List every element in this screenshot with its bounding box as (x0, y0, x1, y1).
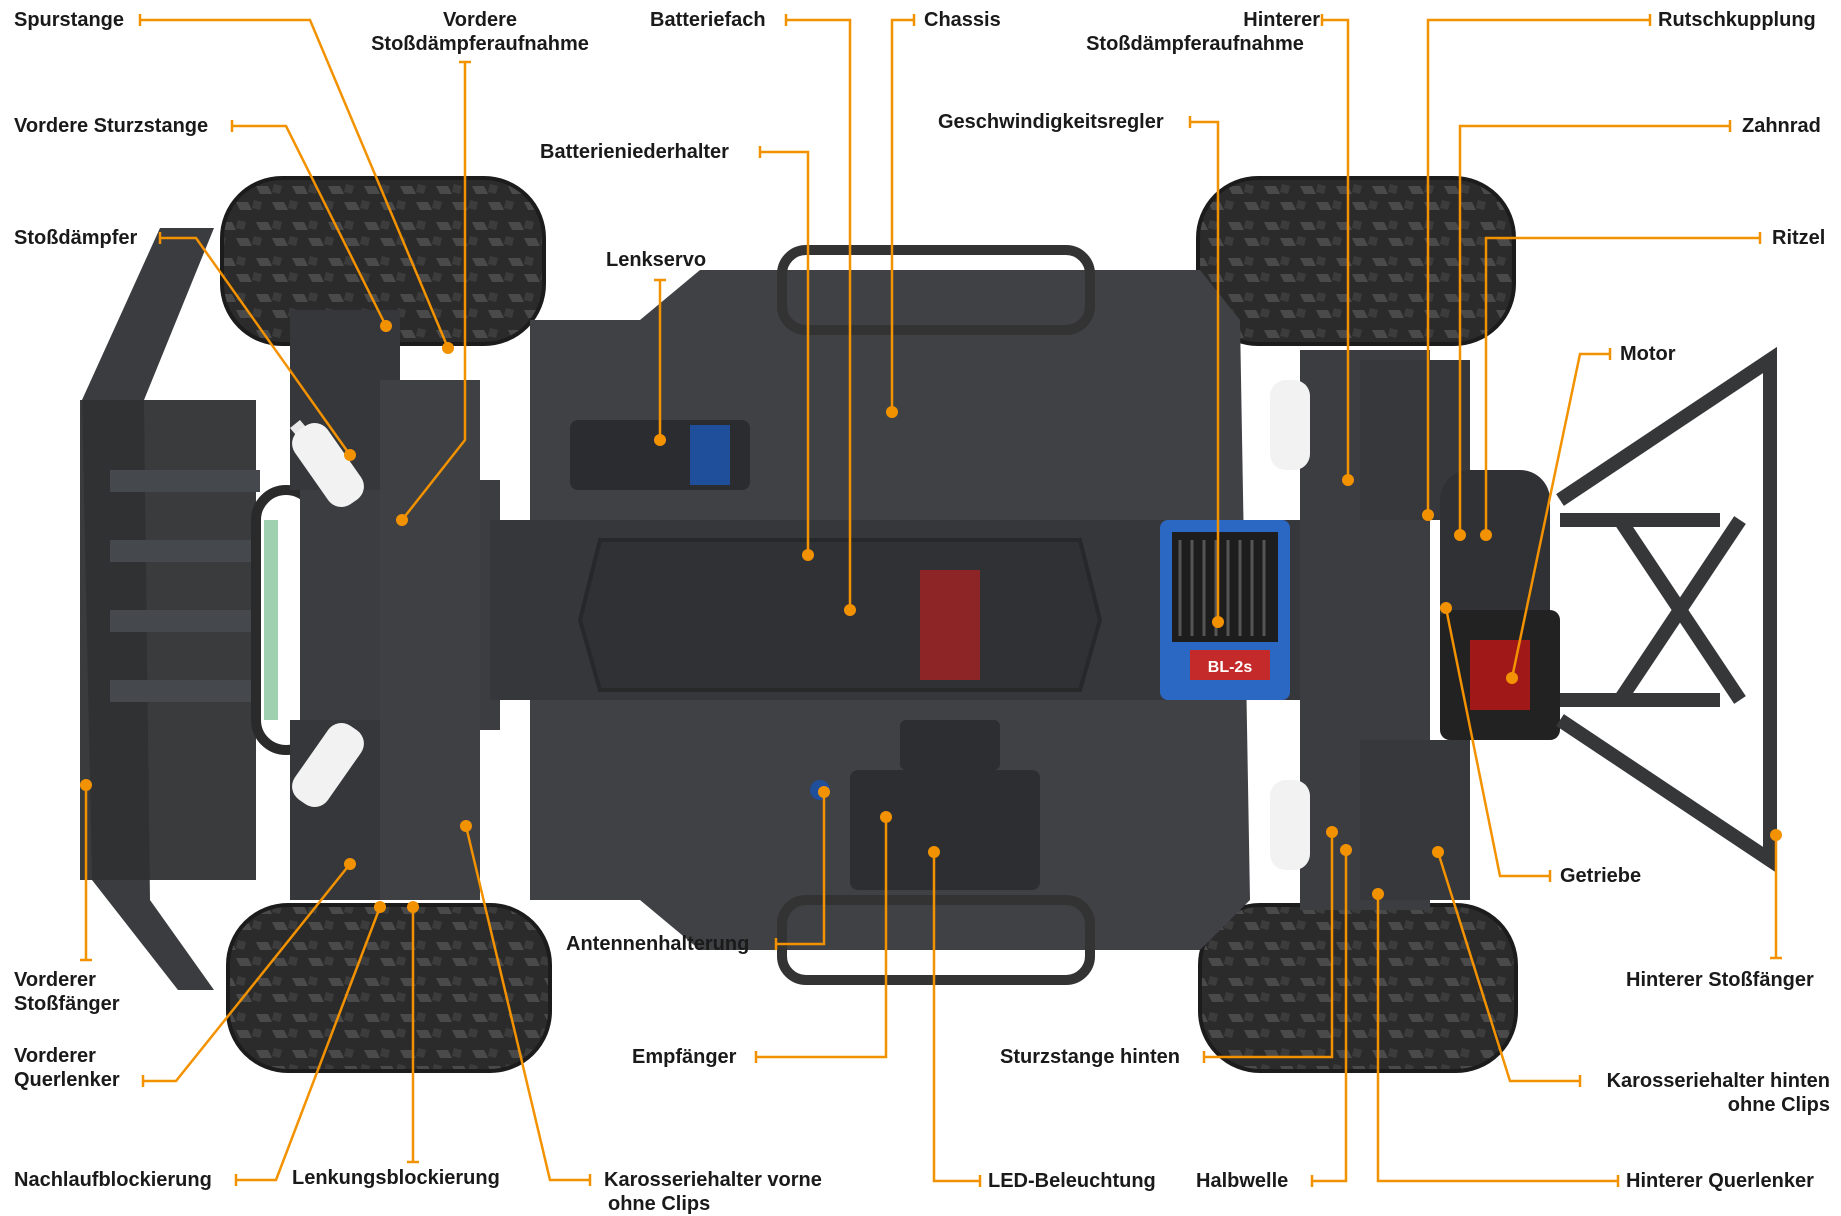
label-halbwelle: Halbwelle (1196, 1170, 1289, 1192)
label-line: Vordere (442, 9, 518, 31)
label-lenkservo: Lenkservo (606, 249, 707, 271)
rear-bumper-shape (1556, 346, 1777, 874)
label-line: Stoßdämpferaufnahme (1086, 33, 1304, 55)
label-vordere-sturzstange: Vordere Sturzstange (14, 115, 209, 137)
label-rutschkupplung: Rutschkupplung (1658, 9, 1816, 31)
label-stossdaempfer: Stoßdämpfer (14, 227, 138, 249)
label-line: Querlenker (14, 1069, 120, 1091)
label-motor: Motor (1620, 343, 1676, 365)
label-line: Vorderer (14, 1045, 96, 1067)
tire-rear-right (1198, 903, 1518, 1073)
label-zahnrad: Zahnrad (1742, 115, 1821, 137)
leader-dots (80, 320, 1782, 913)
label-chassis: Chassis (924, 9, 1001, 31)
label-hinterer-stossdaempferaufnahme: Hinterer Stoßdämpferaufnahme (1070, 8, 1320, 56)
label-ritzel: Ritzel (1772, 227, 1826, 249)
label-line: ohne Clips (608, 1193, 711, 1215)
label-antennenhalterung: Antennenhalterung (566, 933, 750, 955)
label-geschwindigkeitsregler: Geschwindigkeitsregler (938, 111, 1164, 133)
label-line: Karosseriehalter hinten (1606, 1070, 1830, 1092)
leader-lines (80, 14, 1782, 1187)
tire-rear-left (1196, 176, 1516, 346)
tire-front-right (226, 903, 552, 1073)
label-batterieniederhalter: Batterieniederhalter (540, 141, 729, 163)
label-vorderer-querlenker: Vorderer Querlenker (14, 1044, 120, 1092)
label-sturzstange-hinten: Sturzstange hinten (1000, 1046, 1181, 1068)
label-batteriefach: Batteriefach (650, 9, 766, 31)
label-led-beleuchtung: LED-Beleuchtung (988, 1170, 1156, 1192)
label-hinterer-querlenker: Hinterer Querlenker (1626, 1170, 1814, 1192)
esc-badge: BL-2s (1208, 659, 1253, 676)
label-line: Stoßfänger (14, 993, 120, 1015)
label-line: Vorderer (14, 969, 96, 991)
front-suspension (290, 310, 500, 900)
label-getriebe: Getriebe (1560, 865, 1642, 887)
label-nachlaufblockierung: Nachlaufblockierung (14, 1169, 212, 1191)
label-line: Stoßdämpferaufnahme (371, 33, 589, 55)
chassis-plate (490, 245, 1300, 985)
label-spurstange: Spurstange (14, 9, 125, 31)
label-lenkungsblockierung: Lenkungsblockierung (292, 1167, 500, 1189)
label-line: Hinterer (1243, 9, 1320, 31)
label-hinterer-stossfaenger: Hinterer Stoßfänger (1626, 969, 1814, 991)
esc-unit: BL-2s (1160, 520, 1290, 700)
label-empfaenger: Empfänger (632, 1046, 737, 1068)
label-vordere-stossdaempferaufnahme: Vordere Stoßdämpferaufnahme (355, 8, 605, 56)
label-vorderer-stossfaenger: Vorderer Stoßfänger (14, 968, 120, 1016)
label-karosseriehalter-hinten: Karosseriehalter hinten ohne Clips (1590, 1069, 1830, 1117)
rear-suspension (1270, 350, 1560, 910)
label-line: ohne Clips (1727, 1094, 1830, 1116)
label-line: Karosseriehalter vorne (604, 1169, 822, 1191)
